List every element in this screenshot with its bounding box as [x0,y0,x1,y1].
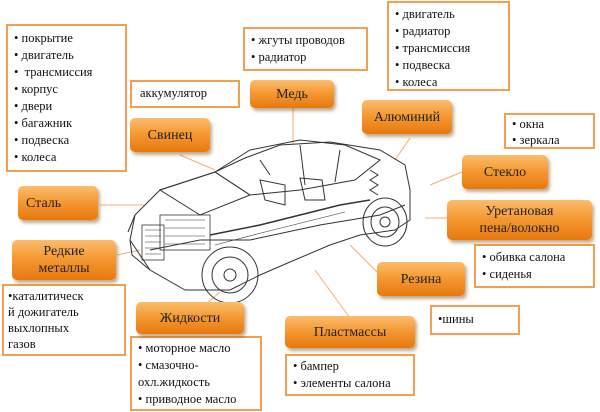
list-item: двигатель [14,47,119,64]
rare-metals-line: •каталитическ [8,289,84,303]
list-item: приводное масло [138,391,254,408]
list-item: жгуты проводов [251,32,360,49]
material-steel: Сталь [18,186,98,220]
material-plastics: Пластмассы [285,316,415,348]
list-item: окна [512,116,587,132]
material-fluids: Жидкости [136,302,244,334]
material-urethane: Уретановая пена/волокно [447,200,592,240]
material-steel-label: Сталь [26,195,62,211]
list-item: обивка салона [482,249,587,266]
steel-usage-box: покрытие двигатель трансмиссия корпус дв… [6,24,127,172]
material-copper-label: Медь [276,86,308,102]
glass-usage-box: окна зеркала [504,113,595,149]
list-item: смазочно- [138,357,254,374]
connector-rubber [349,244,381,276]
rare-metals-usage-box: •каталитическ й дожигатель выхлопных газ… [2,284,126,356]
material-rare-metals-label-line2: металлы [38,261,90,276]
list-item: трансмиссия [14,64,119,81]
material-plastics-label: Пластмассы [313,324,387,340]
urethane-usage-box: обивка салона сиденья [474,244,595,288]
list-item: подвеска [395,57,502,74]
material-rare-metals: Редкие металлы [12,240,116,280]
rubber-usage-box: •шины [430,305,520,335]
material-rare-metals-label-line1: Редкие [43,244,85,259]
material-copper: Медь [250,80,334,108]
material-lead: Свинец [130,118,210,152]
material-lead-label: Свинец [147,127,193,143]
rare-metals-line: газов [8,337,36,351]
material-rubber: Резина [377,262,465,296]
list-item: колеса [14,149,119,166]
list-item: багажник [14,115,119,132]
list-item: колеса [395,74,502,91]
list-item: покрытие [14,30,119,47]
list-item: сиденья [482,266,587,283]
list-item: двигатель [395,6,502,23]
connector-aluminum [394,137,411,161]
material-glass: Стекло [462,155,548,189]
aluminum-usage-box: двигатель радиатор трансмиссия подвеска … [387,1,510,91]
list-item: радиатор [251,49,360,66]
list-item: радиатор [395,23,502,40]
rare-metals-line: й дожигатель [8,305,79,319]
car-illustration [127,139,411,304]
plastics-usage-box: бампер элементы салона [285,354,415,396]
material-aluminum-label: Алюминий [373,109,441,125]
connector-glass [429,171,463,186]
list-item: моторное масло [138,340,254,357]
material-urethane-label-line1: Уретановая [485,204,554,219]
rare-metals-line: выхлопных [8,321,70,335]
copper-usage-box: жгуты проводов радиатор [243,27,368,71]
connector-plastics [314,269,351,319]
list-item: двери [14,98,119,115]
material-glass-label: Стекло [483,164,527,180]
list-item: элементы салона [293,375,407,392]
material-aluminum: Алюминий [362,100,452,134]
fluids-usage-box: моторное масло смазочно- охл.жидкость пр… [130,336,262,411]
list-item: охл.жидкость [138,375,210,389]
material-urethane-label-line2: пена/волокно [479,221,560,236]
connector-lines [100,108,463,319]
rubber-usage-text: •шины [438,312,474,326]
lead-usage-box: аккумулятор [130,80,240,108]
list-item: корпус [14,81,119,98]
connector-rare-metals [116,249,141,256]
lead-usage-text: аккумулятор [140,86,207,100]
material-fluids-label: Жидкости [159,310,221,326]
material-rubber-label: Резина [400,271,442,287]
list-item: зеркала [512,132,587,148]
list-item: подвеска [14,132,119,149]
connector-lead [179,154,216,171]
list-item: бампер [293,358,407,375]
list-item: трансмиссия [395,40,502,57]
